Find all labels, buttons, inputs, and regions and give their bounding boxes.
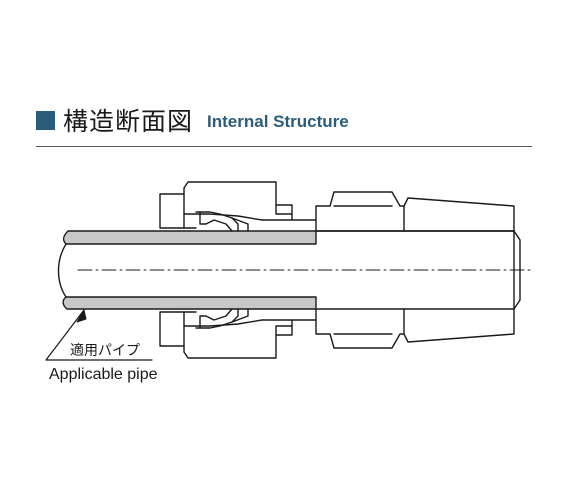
union-nut — [159, 181, 317, 359]
callout-label-jp: 適用パイプ — [70, 343, 140, 359]
callout-arrow — [76, 309, 87, 323]
ferrule-top — [195, 211, 249, 232]
callout-label-en: Applicable pipe — [49, 366, 158, 383]
section-header: 構造断面図 Internal Structure — [36, 103, 349, 137]
header-divider — [36, 146, 532, 147]
header-square-icon — [36, 110, 55, 130]
body-bore — [315, 230, 521, 310]
pipe-top-wall — [62, 230, 317, 245]
fitting-body — [315, 191, 521, 349]
ferrule-bottom — [195, 308, 249, 329]
pipe — [57, 230, 317, 310]
header-title-en: Internal Structure — [207, 112, 349, 131]
body-bottom-outline — [315, 308, 515, 349]
body-top-outline — [315, 191, 515, 232]
pipe-left-curve — [57, 243, 67, 298]
pipe-bottom-wall — [62, 296, 317, 310]
header-title-jp: 構造断面図 — [63, 107, 194, 136]
callout-leader — [45, 309, 153, 361]
